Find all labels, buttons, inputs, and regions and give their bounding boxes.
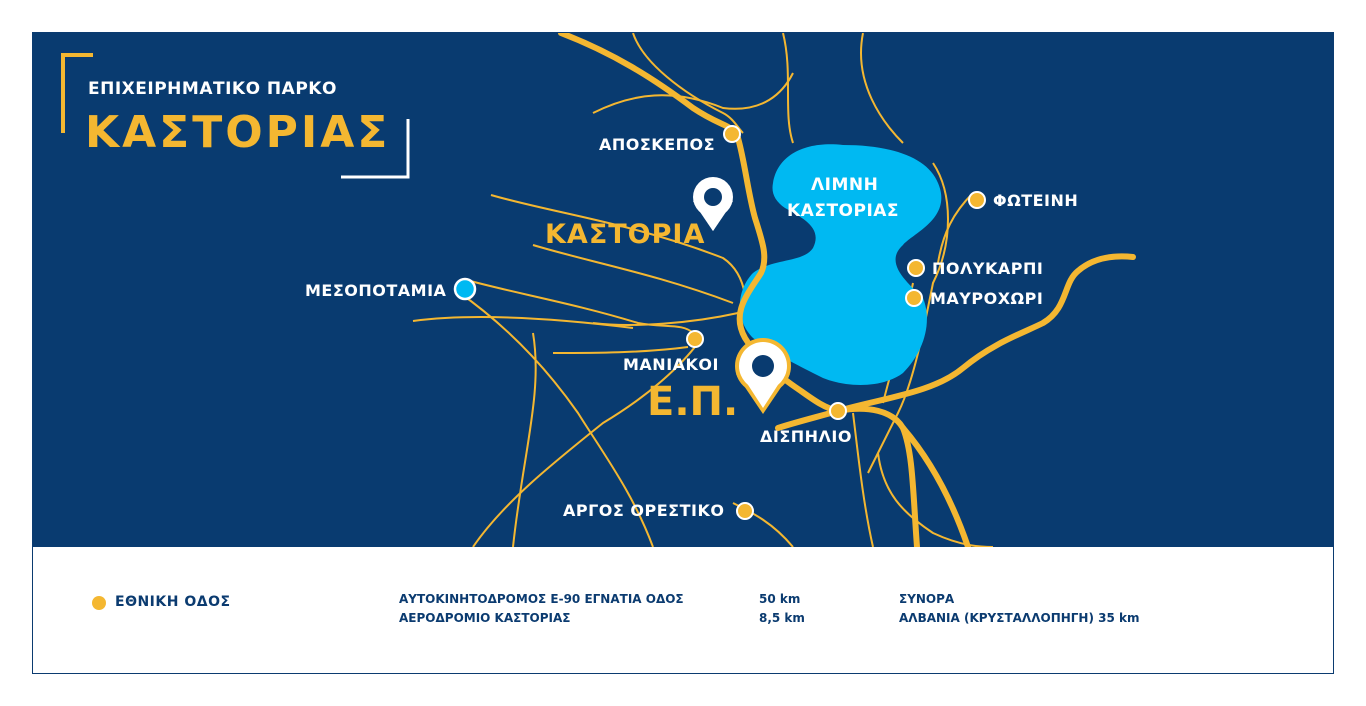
- legend-motorway-distance: 50 km: [759, 592, 801, 606]
- mesopotamia-marker: [453, 277, 477, 301]
- legend: ΕΘΝΙΚΗ ΟΔΟΣ ΑΥΤΟΚΙΝΗΤΟΔΡΟΜΟΣ Ε-90 ΕΓΝΑΤΙ…: [33, 547, 1333, 673]
- mavrochori-label: ΜΑΥΡΟΧΩΡΙ: [930, 289, 1044, 308]
- dispilio-label: ΔΙΣΠΗΛΙΟ: [760, 427, 852, 446]
- national-road-dot-icon: [92, 596, 106, 610]
- argos-orestiko-label: ΑΡΓΟΣ ΟΡΕΣΤΙΚΟ: [563, 501, 725, 520]
- map-frame: ΕΠΙΧΕΙΡΗΜΑΤΙΚΟ ΠΑΡΚΟ ΚΑΣΤΟΡΙΑΣ ΛΙΜΝΗ ΚΑΣ…: [32, 32, 1334, 674]
- maniakoi-label: ΜΑΝΙΑΚΟΙ: [623, 355, 719, 374]
- business-park-pin-icon: [735, 338, 791, 414]
- lake-kastoria: [739, 144, 942, 385]
- place-markers: [453, 125, 986, 520]
- legend-borders-value: ΑΛΒΑΝΙΑ (ΚΡΥΣΤΑΛΛΟΠΗΓΗ) 35 km: [899, 611, 1140, 625]
- legend-airport-distance: 8,5 km: [759, 611, 805, 625]
- lake-label-line1: ΛΙΜΝΗ: [811, 175, 879, 195]
- mesopotamia-label: ΜΕΣΟΠΟΤΑΜΙΑ: [305, 281, 447, 300]
- title-bracket-left: [61, 53, 93, 133]
- title-main: ΚΑΣΤΟΡΙΑΣ: [85, 107, 391, 158]
- polykarpi-marker: [907, 259, 925, 277]
- legend-borders-title: ΣΥΝΟΡΑ: [899, 592, 955, 606]
- lake-label-line2: ΚΑΣΤΟΡΙΑΣ: [787, 201, 900, 221]
- argos-orestiko-marker: [736, 502, 754, 520]
- title-bracket-right: [341, 119, 410, 179]
- legend-airport: ΑΕΡΟΔΡΟΜΙΟ ΚΑΣΤΟΡΙΑΣ: [399, 611, 571, 625]
- kastoria-city-label: ΚΑΣΤΟΡΙΑ: [545, 219, 706, 250]
- map-graphic: [61, 33, 1136, 547]
- aposkepos-marker: [723, 125, 741, 143]
- foteini-label: ΦΩΤΕΙΝΗ: [993, 191, 1079, 210]
- maniakoi-marker: [686, 330, 704, 348]
- title-subtitle: ΕΠΙΧΕΙΡΗΜΑΤΙΚΟ ΠΑΡΚΟ: [88, 79, 337, 99]
- mavrochori-marker: [905, 289, 923, 307]
- map-area: ΕΠΙΧΕΙΡΗΜΑΤΙΚΟ ΠΑΡΚΟ ΚΑΣΤΟΡΙΑΣ ΛΙΜΝΗ ΚΑΣ…: [33, 33, 1333, 547]
- business-park-label: Ε.Π.: [647, 379, 739, 425]
- foteini-marker: [968, 191, 986, 209]
- polykarpi-label: ΠΟΛΥΚΑΡΠΙ: [932, 259, 1044, 278]
- kastoria-pin-icon: [693, 177, 733, 231]
- dispilio-marker: [829, 402, 847, 420]
- legend-motorway: ΑΥΤΟΚΙΝΗΤΟΔΡΟΜΟΣ Ε-90 ΕΓΝΑΤΙΑ ΟΔΟΣ: [399, 592, 684, 606]
- aposkepos-label: ΑΠΟΣΚΕΠΟΣ: [599, 135, 716, 154]
- legend-national-road: ΕΘΝΙΚΗ ΟΔΟΣ: [115, 594, 231, 610]
